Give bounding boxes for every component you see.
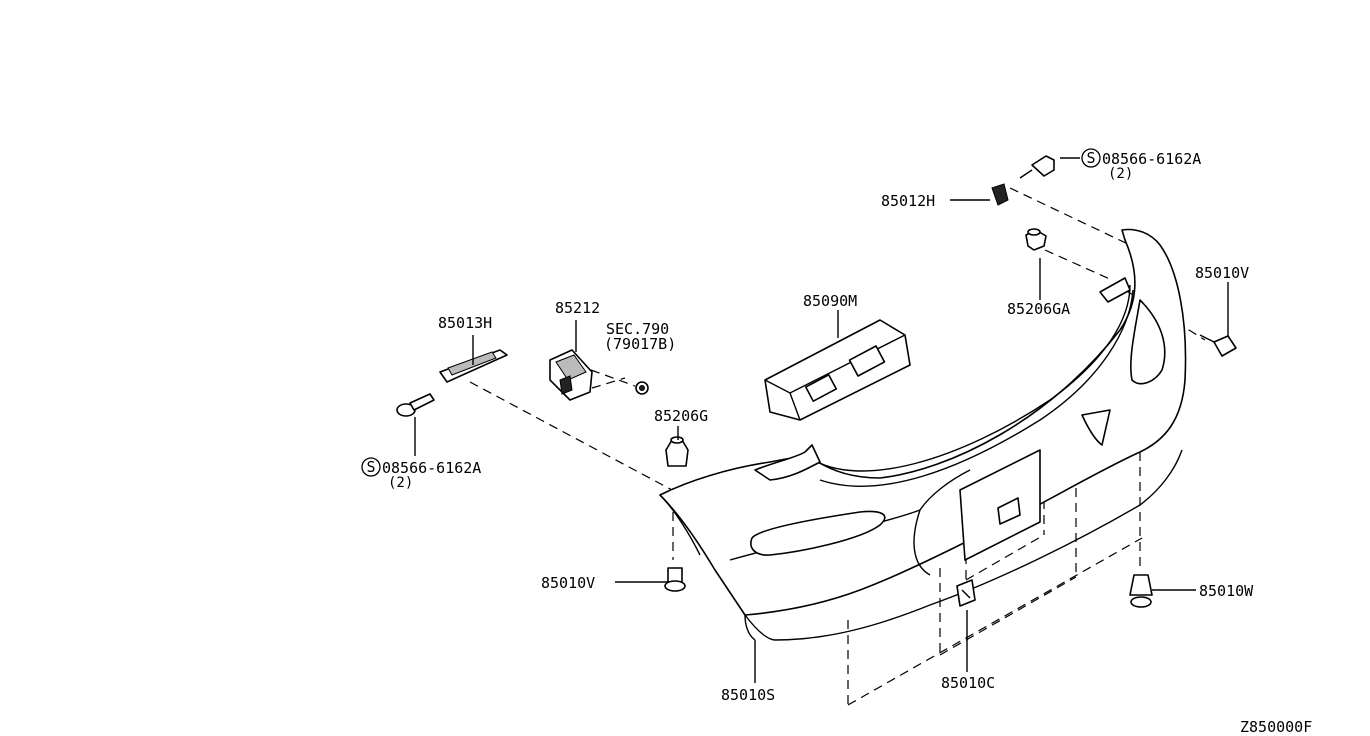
screw-85010v-right xyxy=(1199,334,1237,357)
label-08566-left-qty: (2) xyxy=(388,475,413,491)
retainer-85206g xyxy=(665,436,689,467)
connector-85212 xyxy=(549,349,649,401)
screw-symbol-left: S xyxy=(361,457,381,477)
label-85090m: 85090M xyxy=(803,292,857,310)
label-08566-left: 08566-6162A xyxy=(382,459,481,477)
svg-text:S: S xyxy=(1086,149,1095,167)
diagram-id: Z850000F xyxy=(1240,718,1312,736)
label-85206g: 85206G xyxy=(654,407,708,425)
label-79017b: (79017B) xyxy=(604,335,676,353)
label-85013h: 85013H xyxy=(438,314,492,332)
label-85010c: 85010C xyxy=(941,674,995,692)
module-85090m xyxy=(764,319,911,421)
screw-85010v-left xyxy=(664,567,686,592)
label-85010s: 85010S xyxy=(721,686,775,704)
screw-symbol-top: S xyxy=(1081,148,1101,168)
label-85206ga: 85206GA xyxy=(1007,300,1070,318)
label-85010v-right: 85010V xyxy=(1195,264,1249,282)
label-85012h: 85012H xyxy=(881,192,935,210)
clip-85010w xyxy=(1129,574,1153,608)
label-08566-top: 08566-6162A xyxy=(1102,150,1201,168)
clip-85012h xyxy=(991,155,1055,206)
svg-text:S: S xyxy=(366,458,375,476)
label-sec790: SEC.790 xyxy=(606,320,669,338)
retainer-85206ga xyxy=(1025,228,1047,251)
part-labels: 85013H 85212 SEC.790 (79017B) 85090M 850… xyxy=(382,150,1312,736)
label-85212: 85212 xyxy=(555,299,600,317)
label-08566-top-qty: (2) xyxy=(1108,166,1133,182)
rear-bumper-fascia xyxy=(659,228,1187,641)
leader-lines xyxy=(414,157,1229,683)
bracket-85013h xyxy=(439,349,508,383)
assembly-dashed-lines xyxy=(469,187,1206,706)
clip-85010c xyxy=(956,579,976,607)
screw-08566-left xyxy=(396,393,435,417)
label-85010w: 85010W xyxy=(1199,582,1254,600)
label-85010v-left: 85010V xyxy=(541,574,595,592)
